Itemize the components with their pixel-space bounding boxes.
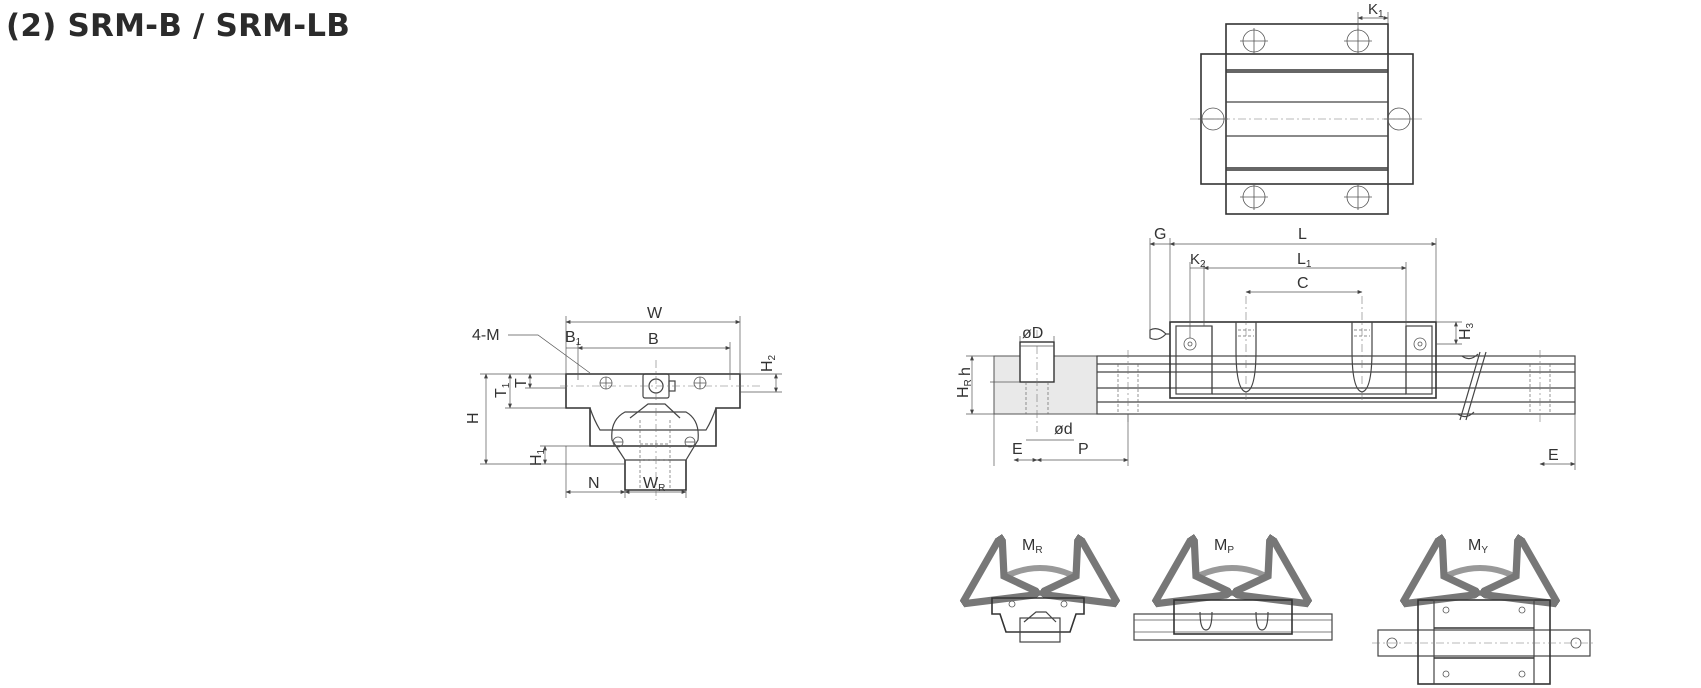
moment-my: MY [1372, 537, 1596, 685]
label-B: B [648, 331, 659, 348]
label-phi-D: øD [1022, 325, 1043, 342]
moment-mp: MP [1133, 537, 1333, 641]
label-T1: T1 [493, 382, 512, 398]
label-WR: WR [643, 475, 665, 494]
label-P: P [1078, 441, 1089, 458]
label-E-right: E [1548, 447, 1559, 464]
label-H: H [465, 412, 482, 424]
top-view: K1 [1190, 1, 1424, 215]
label-phi-d: ød [1054, 421, 1073, 438]
label-L1: L1 [1297, 251, 1312, 270]
label-H2: H2 [759, 354, 778, 372]
label-C: C [1297, 275, 1309, 292]
label-W: W [647, 305, 663, 322]
label-N: N [588, 475, 600, 492]
svg-text:MY: MY [1468, 537, 1488, 556]
page-title: (2) SRM-B / SRM-LB [6, 8, 351, 44]
moment-mr: MR [992, 537, 1088, 643]
label-HR: HR [955, 379, 974, 398]
label-T: T [513, 378, 530, 388]
label-h: h [957, 367, 974, 376]
label-L: L [1298, 226, 1307, 243]
label-G: G [1154, 226, 1166, 243]
label-E-left: E [1012, 441, 1023, 458]
label-H3: H3 [1457, 322, 1476, 340]
svg-text:MR: MR [1022, 537, 1043, 556]
label-K2: K2 [1190, 251, 1206, 270]
label-K1: K1 [1368, 1, 1384, 20]
label-H1: H1 [528, 448, 547, 466]
label-B1: B1 [565, 329, 582, 348]
label-4-M: 4-M [472, 327, 500, 344]
svg-text:MP: MP [1214, 537, 1234, 556]
side-view: G L K2 L1 C H3 øD ød HR h E P E [955, 226, 1576, 470]
front-view: W B B1 4-M H T1 T H1 H2 N WR [465, 305, 782, 500]
